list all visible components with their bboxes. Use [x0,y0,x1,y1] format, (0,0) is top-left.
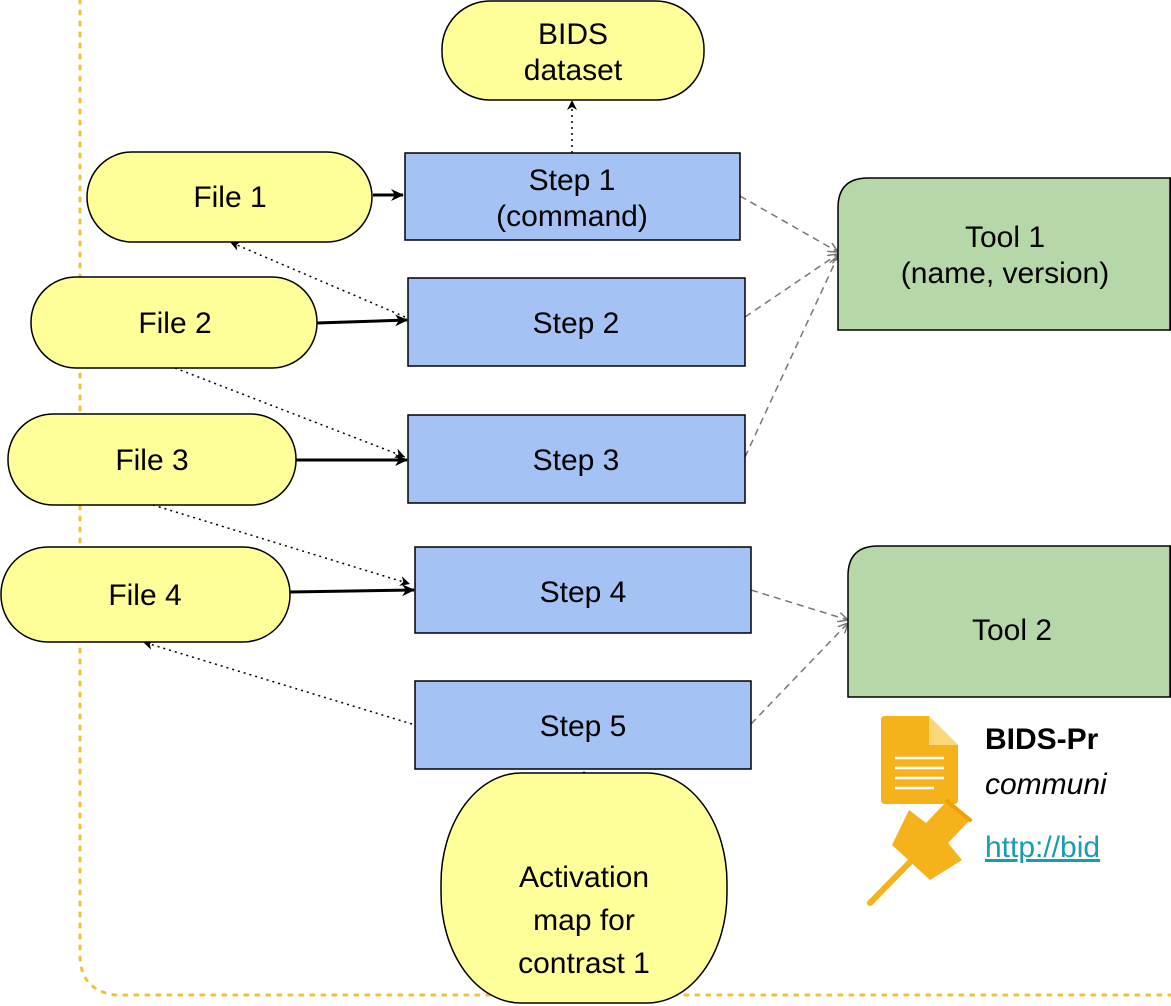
bids-dataset-line1: BIDS [538,18,608,51]
outer-dotted-frame [78,0,1171,997]
connector-step3-tool1 [744,256,838,458]
activation-line1: Activation [519,861,649,894]
activation-map-node: Activation map for contrast 1 [440,772,728,1004]
tool-label: Tool 1 [965,221,1045,254]
step-sublabel: (command) [496,200,648,233]
tool-label: Tool 2 [972,614,1052,647]
note-subtitle: communi [985,768,1108,801]
step-label: Step 5 [540,710,627,743]
file-node-3: File 3 [7,413,297,506]
file-label: File 4 [108,579,181,612]
connector-file2-step3 [174,367,406,459]
step-label: Step 3 [533,444,620,477]
connector-file2-step2 [316,314,408,327]
connector-step1-tool1 [739,195,838,252]
step-label: Step 1 [529,164,616,197]
connector-file4-step4 [289,584,415,597]
tool-sublabel: (name, version) [901,257,1109,290]
step-node-2: Step 2 [407,277,746,367]
file-node-1: File 1 [86,151,373,243]
note-title: BIDS-Pr [985,723,1099,756]
tool-connectors [739,195,848,725]
file-label: File 2 [138,307,211,340]
step-node-3: Step 3 [407,414,746,504]
note-link[interactable]: http://bid [985,831,1100,864]
connector-step5-tool2 [750,623,848,725]
bids-dataset-node: BIDS dataset [441,0,705,101]
step-node-4: Step 4 [414,546,752,634]
bids-dataset-line2: dataset [524,54,623,87]
document-icon [881,716,958,804]
activation-line3: contrast 1 [518,947,650,980]
tool-node-2: Tool 2 [847,545,1171,698]
step-label: Step 2 [533,307,620,340]
step-label: Step 4 [540,576,627,609]
pushpin-icon [867,799,972,906]
connector-step2-file1 [229,241,406,318]
tool-node-1: Tool 1 (name, version) [837,177,1171,331]
file-label: File 1 [193,181,266,214]
connector-step5-file4 [142,640,413,725]
dotted-connectors [142,100,577,725]
step-node-1: Step 1 (command) [404,152,741,241]
file-node-2: File 2 [30,276,318,369]
connector-step2-tool1 [744,254,838,318]
file-label: File 3 [115,444,188,477]
activation-line2: map for [533,904,635,937]
step-node-5: Step 5 [414,680,752,770]
file-node-4: File 4 [0,546,291,643]
connector-step4-tool2 [750,589,848,620]
